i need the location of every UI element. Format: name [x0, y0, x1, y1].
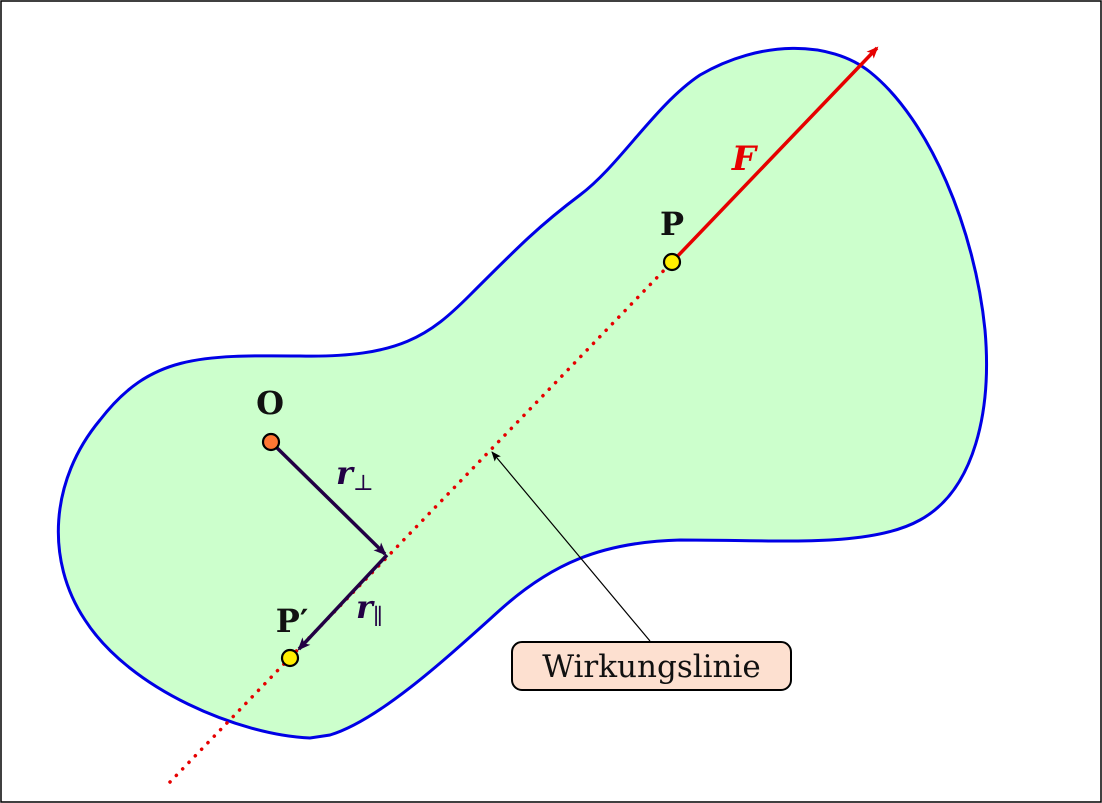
- r-perp-vector: [269, 440, 387, 556]
- line-of-action: [168, 260, 674, 784]
- label-r-perp: r⊥: [336, 454, 374, 496]
- label-r-perp-main: r: [336, 454, 355, 492]
- label-r-par: r∥: [356, 588, 383, 630]
- label-r-perp-sub: ⊥: [353, 471, 374, 496]
- point-p-marker: [662, 252, 682, 272]
- r-par-vector: [297, 553, 389, 651]
- label-r-par-main: r: [356, 588, 375, 626]
- point-o-marker: [261, 432, 281, 452]
- label-p-prime: P′: [276, 602, 309, 640]
- label-r-par-sub: ∥: [373, 605, 383, 630]
- point-p-prime-marker: [280, 648, 300, 668]
- callout-pointer: [491, 451, 651, 642]
- label-force: F: [731, 139, 759, 179]
- force-vector: [670, 46, 879, 264]
- callout-label: Wirkungslinie: [542, 649, 761, 685]
- label-p: P: [660, 205, 684, 243]
- callout-box: Wirkungslinie: [511, 641, 792, 691]
- label-o: O: [256, 384, 284, 422]
- rigid-body-shape: [56, 46, 988, 740]
